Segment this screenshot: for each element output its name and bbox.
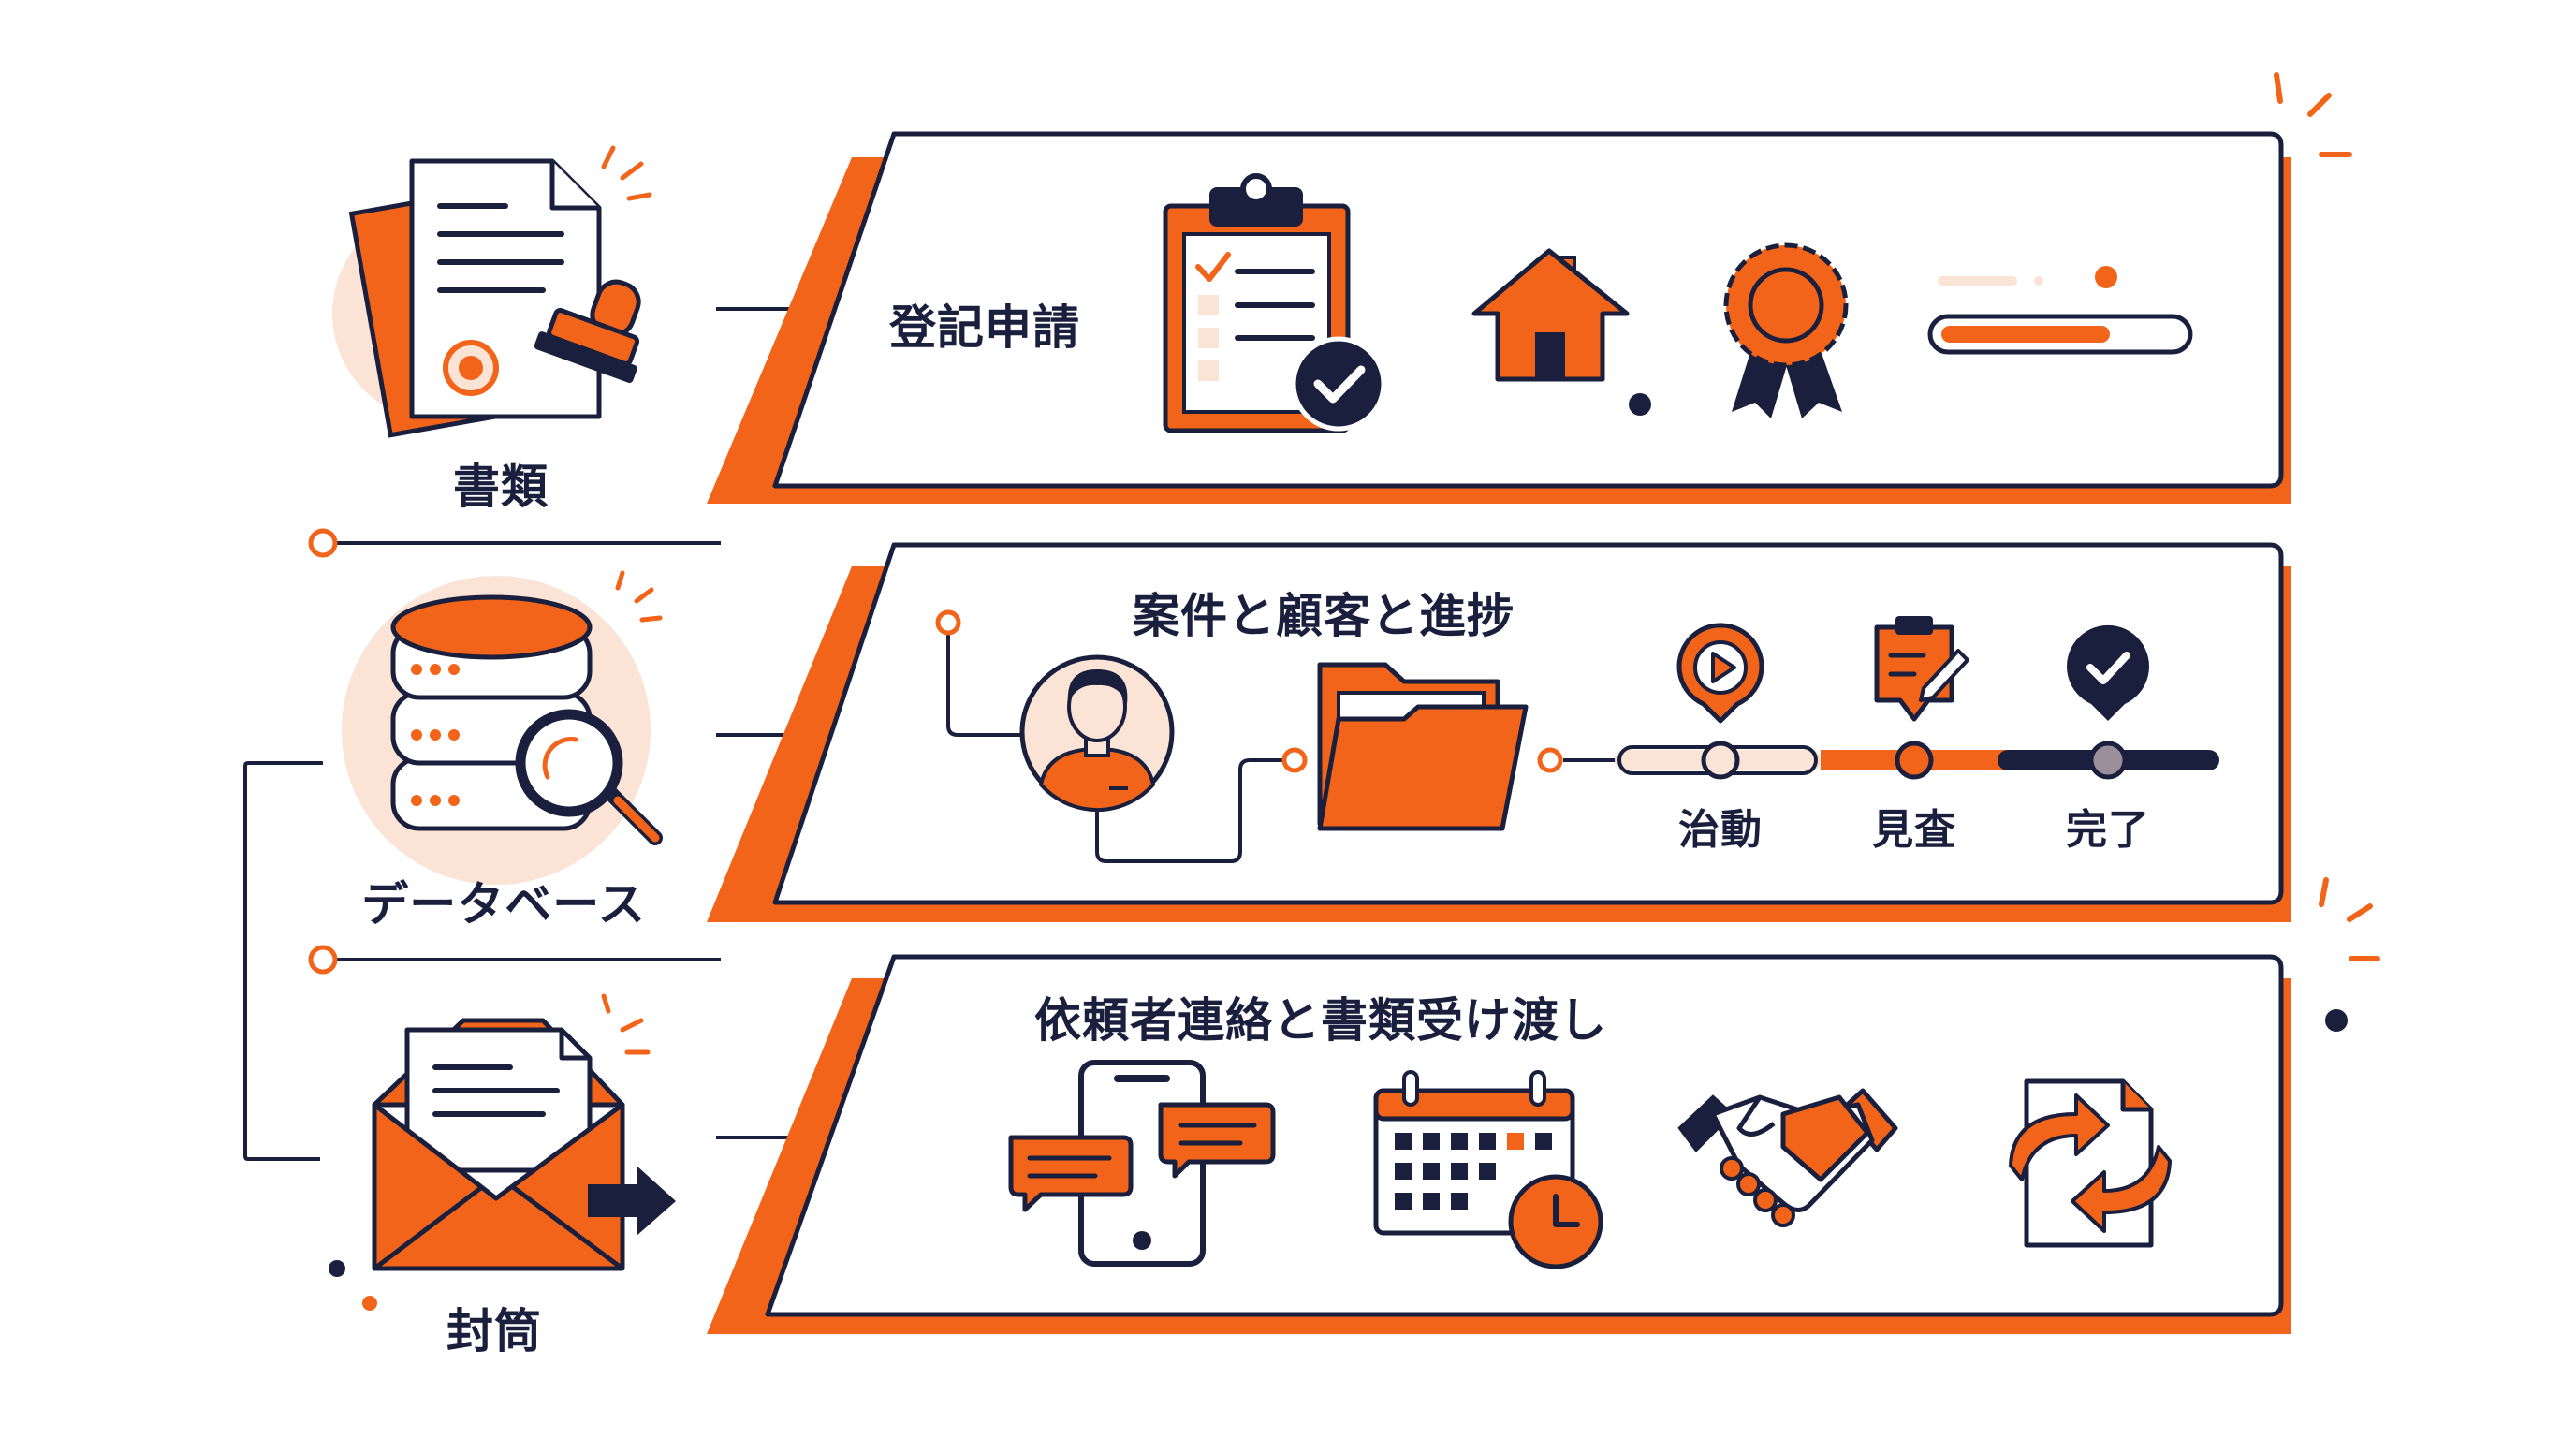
link-dot [1537,747,1563,773]
label-envelope: 封筒 [446,1304,542,1358]
document-stamp-icon [332,145,652,438]
play-pin-icon [1676,623,1764,724]
calendar-clock-icon [1373,1070,1603,1269]
link-dot [935,609,961,636]
folder-icon [1317,662,1529,831]
house-icon [1471,248,1651,416]
stage-label-3: 完了 [2066,806,2150,854]
envelope-send-icon [372,993,676,1271]
database-search-icon [342,570,663,885]
link-dot [1281,747,1308,773]
progress-bar-icon [1927,266,2193,355]
label-documents: 書類 [453,460,549,514]
done-check-pin-icon [2067,624,2149,721]
stage-timeline [1615,741,2219,780]
customer-avatar-icon [1019,654,1175,813]
review-clipboard-pin-icon [1874,616,1969,722]
panel-title-case-tracking: 案件と顧客と進捗 [1133,589,1515,643]
award-ribbon-icon [1723,242,1849,418]
stage-label-2: 見査 [1872,806,1956,854]
stage-label-1: 治動 [1678,806,1763,854]
document-exchange-icon [2009,1078,2172,1248]
smartphone-chat-icon [1008,1060,1276,1267]
label-database: データベース [361,877,646,932]
dot-decoration [329,1009,2348,1311]
handshake-icon [1677,1088,1898,1227]
panel-title-client-contact: 依頼者連絡と書類受け渡し [1034,993,1607,1048]
clipboard-check-icon [1163,173,1386,433]
sparkle-decoration [2274,72,2380,961]
panel-title-registration: 登記申請 [889,301,1080,355]
